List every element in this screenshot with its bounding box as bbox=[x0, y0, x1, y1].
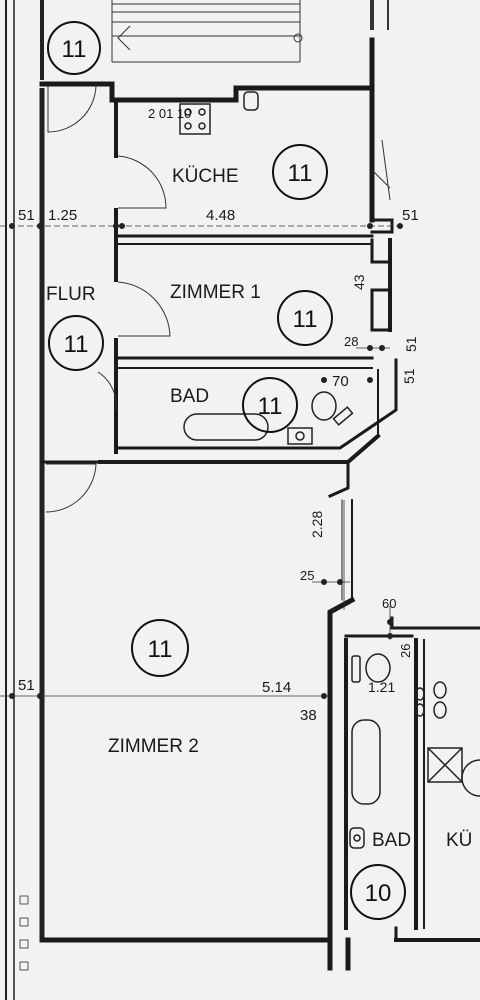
toilet-icon bbox=[311, 391, 337, 421]
marker-bad: 11 bbox=[242, 377, 298, 433]
label-bad2: BAD bbox=[372, 830, 411, 851]
dim-43: 43 bbox=[351, 274, 367, 290]
dim-38: 38 bbox=[300, 707, 317, 724]
dim-514: 5.14 bbox=[262, 679, 291, 696]
stove-icon bbox=[179, 103, 211, 135]
radiator-icon bbox=[332, 406, 354, 426]
marker-bad2-text: 10 bbox=[365, 880, 392, 907]
dim-51-b: 51 bbox=[401, 368, 417, 384]
label-zimmer2: ZIMMER 2 bbox=[108, 736, 199, 757]
marker-stair-text: 11 bbox=[62, 36, 87, 63]
room-markers: 11 11 11 11 11 11 10 bbox=[47, 21, 406, 920]
bathtub-icon bbox=[183, 413, 269, 441]
label-kueche: KÜCHE bbox=[172, 166, 239, 187]
dim-51-right: 51 bbox=[402, 207, 419, 224]
marker-bad-text: 11 bbox=[258, 393, 283, 420]
dimension-lines bbox=[0, 225, 404, 697]
dimension-ticks bbox=[9, 223, 403, 699]
dim-70: 70 bbox=[332, 373, 349, 390]
dim-26: 26 bbox=[398, 644, 413, 658]
dim-228: 2.28 bbox=[309, 511, 325, 538]
staircase bbox=[111, 0, 389, 63]
marker-flur-text: 11 bbox=[64, 331, 89, 358]
marker-flur: 11 bbox=[48, 315, 104, 371]
marker-stair: 11 bbox=[47, 21, 101, 75]
marker-kueche: 11 bbox=[272, 144, 328, 200]
room-labels: KÜCHE FLUR ZIMMER 1 BAD ZIMMER 2 BAD KÜ bbox=[46, 166, 472, 851]
marker-zimmer1: 11 bbox=[277, 290, 333, 346]
outer-wall-left bbox=[5, 0, 45, 1000]
walls bbox=[39, 37, 480, 971]
dim-25: 25 bbox=[300, 568, 314, 583]
dim-448: 4.48 bbox=[206, 207, 235, 224]
margin-marks bbox=[19, 895, 29, 971]
bathtub2-icon bbox=[351, 719, 381, 805]
marker-zimmer2-text: 11 bbox=[148, 636, 173, 663]
label-bad: BAD bbox=[170, 386, 209, 407]
stove2-icon bbox=[427, 747, 463, 783]
washbasin-icon bbox=[287, 427, 313, 445]
dim-51-left: 51 bbox=[18, 677, 35, 694]
marker-bad2: 10 bbox=[350, 864, 406, 920]
dim-60: 60 bbox=[382, 596, 396, 611]
dim-121: 1.21 bbox=[368, 679, 395, 695]
dim-51-a: 51 bbox=[403, 336, 419, 352]
marker-kueche-text: 11 bbox=[288, 160, 313, 187]
fixtures bbox=[179, 91, 480, 849]
marker-zimmer2: 11 bbox=[131, 619, 189, 677]
dimension-labels: 51 1.25 4.48 51 43 28 51 51 70 2.28 25 6… bbox=[18, 106, 419, 724]
label-zimmer1: ZIMMER 1 bbox=[170, 282, 261, 303]
label-flur: FLUR bbox=[46, 284, 96, 305]
marker-zimmer1-text: 11 bbox=[293, 306, 318, 333]
doors bbox=[45, 85, 391, 513]
sink-icon bbox=[243, 91, 259, 111]
toilet2-icon bbox=[365, 653, 391, 683]
dim-20110: 2 01 10 bbox=[148, 106, 191, 121]
dim-51-top: 51 bbox=[18, 207, 35, 224]
dim-125: 1.25 bbox=[48, 207, 77, 224]
label-kueche2: KÜ bbox=[446, 830, 472, 851]
dim-28: 28 bbox=[344, 334, 358, 349]
